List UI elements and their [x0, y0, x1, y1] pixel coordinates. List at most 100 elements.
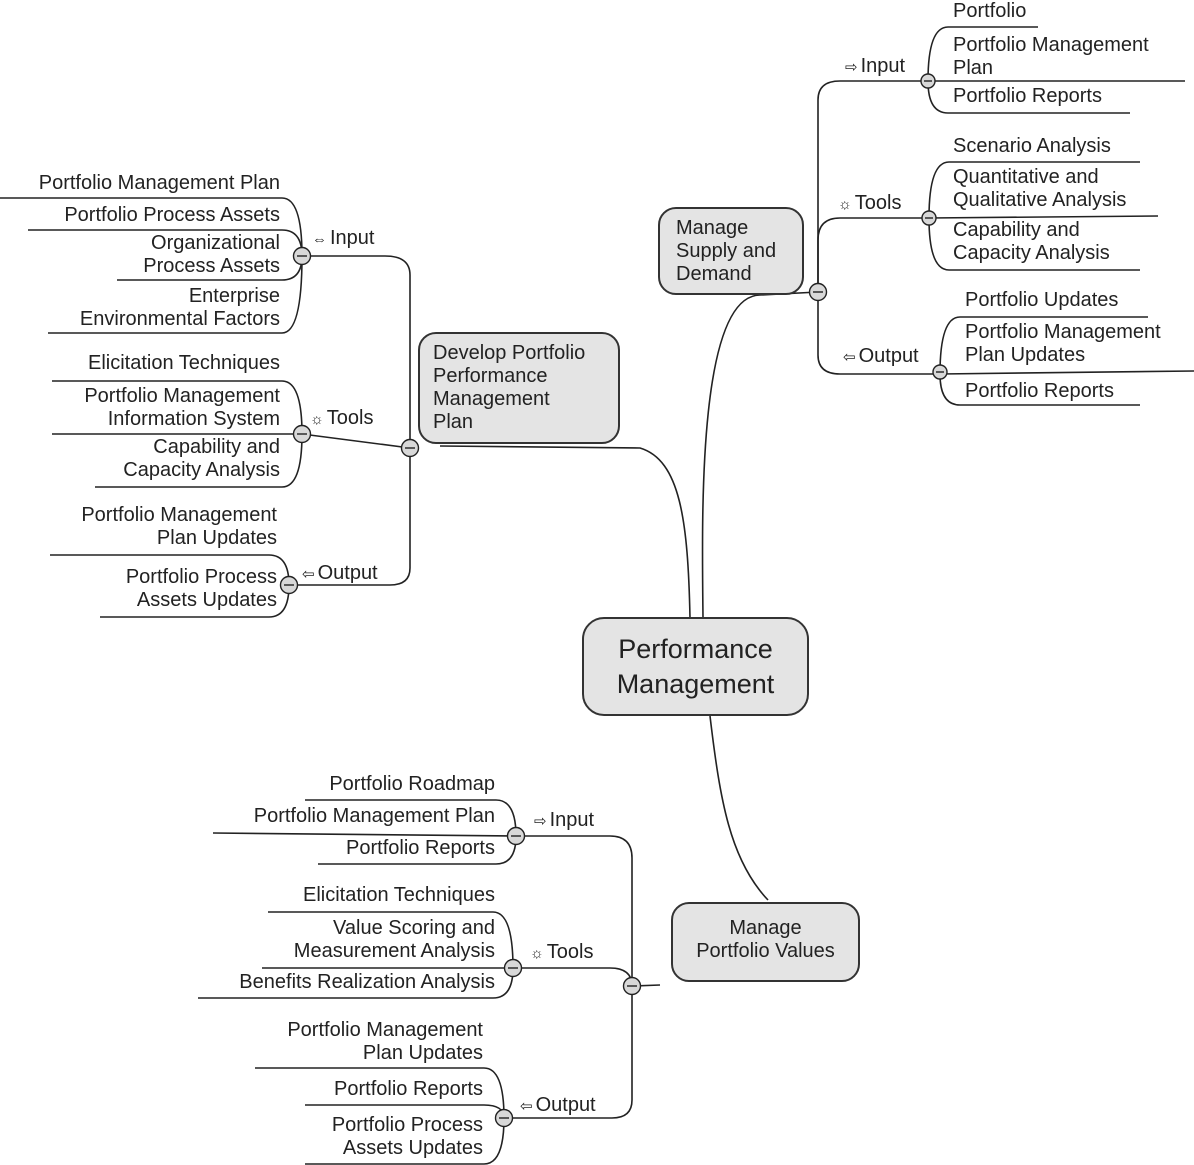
supply-tools-item[interactable]: Capability and Capacity Analysis [953, 219, 1110, 265]
gear-icon: ☼ [310, 411, 324, 428]
center-node[interactable]: Performance Management [582, 617, 809, 716]
supply-output-item[interactable]: Portfolio Reports [965, 380, 1114, 403]
supply-input-item[interactable]: Portfolio Management Plan [953, 34, 1149, 80]
develop-tools-item[interactable]: Elicitation Techniques [88, 352, 280, 375]
values-output-item[interactable]: Portfolio Process Assets Updates [332, 1114, 483, 1160]
leaf-text: Portfolio Management Plan [38, 172, 280, 194]
collapse-toggle-develop-output [279, 575, 299, 595]
supply-input-category[interactable]: ⇨Input [845, 55, 905, 79]
supply-output-category[interactable]: ⇦Output [843, 345, 919, 369]
supply-title-3: Demand [676, 263, 752, 285]
collapse-toggle-supply [808, 282, 828, 302]
values-output-item[interactable]: Portfolio Reports [334, 1078, 483, 1101]
leaf-text: Portfolio Reports [346, 837, 495, 859]
develop-output-item[interactable]: Portfolio Management Plan Updates [81, 504, 277, 550]
develop-tools-category[interactable]: ☼Tools [310, 407, 373, 431]
supply-input-item[interactable]: Portfolio [953, 0, 1026, 23]
develop-tools-item[interactable]: Portfolio Management Information System [84, 385, 280, 431]
values-node[interactable]: Manage Portfolio Values [671, 902, 860, 982]
collapse-toggle-values-input [506, 826, 526, 846]
collapse-toggle-values-output [494, 1108, 514, 1128]
supply-output-item[interactable]: Portfolio Updates [965, 289, 1118, 312]
leaf-text: Enterprise [188, 285, 280, 307]
values-input-item[interactable]: Portfolio Roadmap [329, 773, 495, 796]
connector-center-supply [701, 291, 819, 619]
develop-input-item[interactable]: Enterprise Environmental Factors [80, 285, 280, 331]
leaf-text: Portfolio Process [125, 566, 277, 588]
develop-title-1: Develop Portfolio [433, 342, 586, 364]
supply-tools-item[interactable]: Quantitative and Qualitative Analysis [953, 166, 1126, 212]
develop-tools-item[interactable]: Capability and Capacity Analysis [123, 436, 280, 482]
develop-node[interactable]: Develop Portfolio Performance Management… [418, 332, 620, 444]
leaf-text: Portfolio Roadmap [329, 773, 495, 795]
supply-tools-label: Tools [854, 192, 902, 214]
leaf-text: Benefits Realization Analysis [239, 971, 495, 993]
develop-output-item[interactable]: Portfolio Process Assets Updates [126, 566, 277, 612]
center-line-2: Management [616, 669, 775, 699]
leaf-text: Process Assets [143, 255, 280, 277]
develop-output-category[interactable]: ⇦Output [302, 562, 378, 586]
collapse-toggle-supply-tools [921, 210, 937, 226]
collapse-toggle-develop-input [292, 246, 312, 266]
leaf-text: Measurement Analysis [293, 940, 495, 962]
leaf-text: Plan Updates [156, 527, 277, 549]
connector-center-develop [439, 445, 691, 619]
develop-input-item[interactable]: Portfolio Process Assets [64, 204, 280, 227]
leaf-text: Portfolio Process Assets [64, 204, 280, 226]
leaf-text: Elicitation Techniques [303, 884, 495, 906]
collapse-toggle-develop [400, 438, 420, 458]
supply-node[interactable]: Manage Supply and Demand [658, 207, 804, 295]
leaf-text: Portfolio Management [81, 504, 277, 526]
leaf-text: Capacity Analysis [953, 242, 1110, 264]
supply-output-item[interactable]: Portfolio Management Plan Updates [965, 321, 1161, 367]
values-title-1: Manage [729, 917, 802, 939]
develop-input-category[interactable]: ⇔Input [312, 227, 374, 251]
leaf-text: Value Scoring and [333, 917, 495, 939]
supply-title-1: Manage [676, 217, 749, 239]
leaf-text: Organizational [151, 232, 280, 254]
values-tools-item[interactable]: Value Scoring and Measurement Analysis [294, 917, 495, 963]
values-title-2: Portfolio Values [696, 940, 835, 962]
develop-tools-label: Tools [326, 407, 374, 429]
supply-input-label: Input [860, 55, 906, 77]
supply-tools-category[interactable]: ☼Tools [838, 192, 901, 216]
leaf-text: Portfolio Management [965, 321, 1161, 343]
values-tools-item[interactable]: Benefits Realization Analysis [239, 971, 495, 994]
collapse-toggle-develop-tools [292, 424, 312, 444]
leaf-text: Portfolio Reports [965, 380, 1114, 402]
leaf-text: Portfolio Management [287, 1019, 483, 1041]
develop-input-item[interactable]: Portfolio Management Plan [39, 172, 280, 195]
collapse-toggle-values [622, 976, 642, 996]
values-tools-item[interactable]: Elicitation Techniques [303, 884, 495, 907]
supply-tools-item[interactable]: Scenario Analysis [953, 135, 1111, 158]
values-tools-label: Tools [546, 941, 594, 963]
develop-output-label: Output [317, 562, 378, 584]
leaf-text: Plan Updates [965, 344, 1086, 366]
leaf-text: Capability and [953, 219, 1080, 241]
left-arrow-icon: ⇦ [520, 1098, 533, 1115]
leaf-text: Scenario Analysis [953, 135, 1111, 157]
values-input-item[interactable]: Portfolio Reports [346, 837, 495, 860]
leaf-text: Portfolio Reports [953, 85, 1102, 107]
leaf-text: Capacity Analysis [123, 459, 280, 481]
develop-input-item[interactable]: Organizational Process Assets [143, 232, 280, 278]
values-tools-category[interactable]: ☼Tools [530, 941, 593, 965]
leaf-text: Environmental Factors [79, 308, 280, 330]
values-input-label: Input [549, 809, 595, 831]
leaf-text: Qualitative Analysis [953, 189, 1127, 211]
values-input-item[interactable]: Portfolio Management Plan [254, 805, 495, 828]
double-arrow-icon: ⇔ [312, 231, 327, 248]
values-output-item[interactable]: Portfolio Management Plan Updates [287, 1019, 483, 1065]
leaf-text: Portfolio Updates [965, 289, 1119, 311]
develop-title-4: Plan [433, 411, 474, 433]
supply-input-item[interactable]: Portfolio Reports [953, 85, 1102, 108]
connector-center-values [709, 715, 769, 901]
values-output-category[interactable]: ⇦Output [520, 1094, 596, 1118]
leaf-text: Assets Updates [136, 589, 277, 611]
collapse-toggle-values-tools [503, 958, 523, 978]
leaf-text: Portfolio Management [84, 385, 280, 407]
leaf-text: Portfolio Management [953, 34, 1149, 56]
values-input-category[interactable]: ⇨Input [534, 809, 594, 833]
develop-title-3: Management [433, 388, 550, 410]
